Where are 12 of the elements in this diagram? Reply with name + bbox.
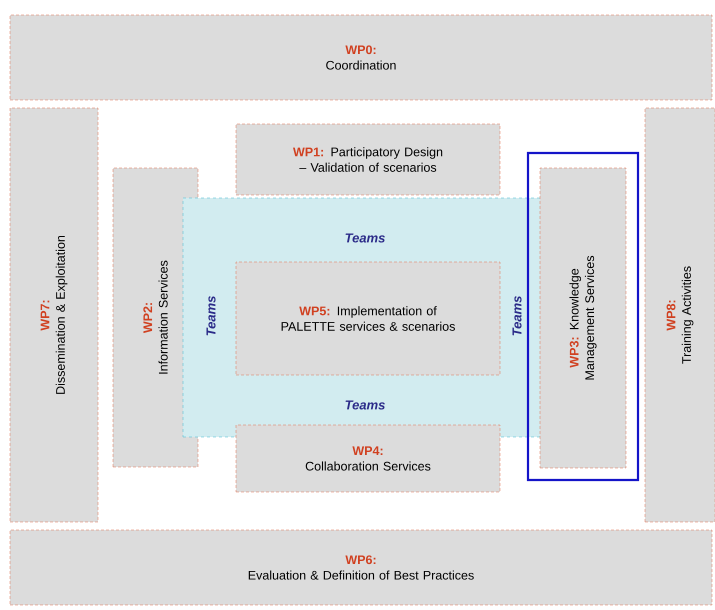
team-label: Teams (512, 296, 522, 336)
work-package-box: WP8: Training Activities (644, 108, 715, 522)
team-label: Teams (346, 233, 385, 243)
work-package-box: WP5: Implementation of PALETTE services & scenarios (236, 262, 500, 376)
work-package-box: WP4: Collaboration Services (236, 424, 500, 492)
work-package-box: WP6: Evaluation & Definition of Best Practices (10, 530, 712, 606)
work-package-box: WP7: Dissemination & Exploitation (10, 108, 98, 522)
work-package-box: WP0: Coordination (10, 14, 712, 100)
team-label: Teams (346, 400, 385, 410)
highlight-frame (526, 152, 640, 482)
team-label: Teams (206, 296, 216, 336)
work-package-box: WP1: Participatory Design – Validation of scenarios (236, 124, 500, 196)
